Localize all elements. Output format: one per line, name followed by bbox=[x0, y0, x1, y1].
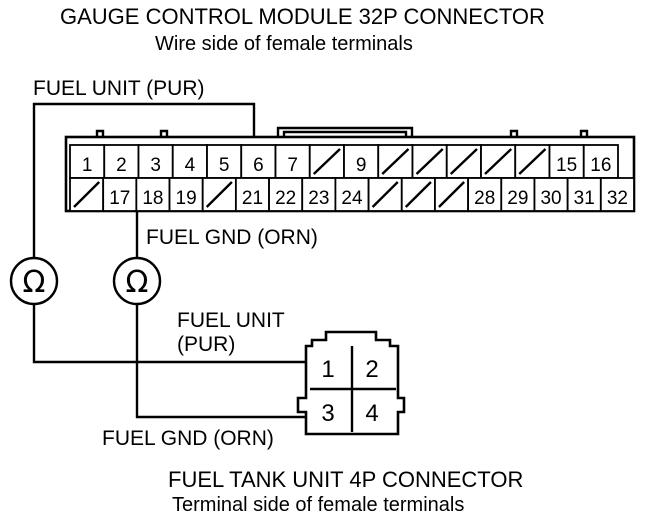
ohmmeter-icon bbox=[9, 256, 59, 306]
gcm-terminal-6: 6 bbox=[253, 155, 264, 176]
unused-cavity-slash bbox=[312, 148, 341, 175]
gcm-terminal-17: 17 bbox=[109, 188, 130, 209]
tank-4p-connector: 1 2 3 4 bbox=[296, 330, 406, 436]
fuel-unit-wire-bottom bbox=[32, 304, 306, 364]
gcm-terminal-19: 19 bbox=[176, 188, 197, 209]
gcm-row-1: 1 2 3 4 5 6 7 9 15 16 bbox=[69, 144, 619, 179]
gcm-row-1-cavity bbox=[69, 144, 106, 179]
gcm-row-1-cavity bbox=[582, 144, 619, 179]
gcm-row-1-cavity bbox=[274, 144, 311, 179]
gcm-row-2-cavity bbox=[599, 177, 635, 212]
gcm-terminal-15: 15 bbox=[556, 155, 577, 176]
gcm-terminal-5: 5 bbox=[219, 155, 230, 176]
fuel-unit-label-line2: (PUR) bbox=[177, 333, 236, 356]
gcm-terminal-23: 23 bbox=[308, 188, 329, 209]
gcm-row-2-cavity bbox=[168, 177, 204, 212]
fuel-unit-label-line1: FUEL UNIT bbox=[177, 309, 285, 332]
gcm-terminal-22: 22 bbox=[275, 188, 296, 209]
tank-terminal-3: 3 bbox=[321, 400, 334, 427]
tank-connector-subtitle: Terminal side of female terminals bbox=[172, 494, 465, 516]
ohmmeter-icon bbox=[112, 256, 162, 306]
unused-cavity-slash bbox=[371, 181, 399, 208]
ohmmeter-right: Ω bbox=[112, 256, 162, 306]
ohmmeter-symbol: Ω bbox=[23, 265, 46, 300]
gcm-terminal-7: 7 bbox=[287, 155, 298, 176]
gcm-row-1-cavity bbox=[171, 144, 208, 179]
gcm-terminal-29: 29 bbox=[507, 188, 528, 209]
fuel-unit-wire-top bbox=[32, 102, 256, 258]
gcm-terminal-2: 2 bbox=[116, 155, 127, 176]
gcm-row-2: 17 18 19 21 22 23 24 28 29 30 31 32 bbox=[69, 177, 635, 212]
gcm-terminal-1: 1 bbox=[82, 155, 93, 176]
gcm-row-2-cavity bbox=[566, 177, 602, 212]
fuel-gnd-top-label: FUEL GND (ORN) bbox=[146, 226, 318, 249]
gcm-terminal-30: 30 bbox=[540, 188, 561, 209]
gcm-row-2-cavity bbox=[102, 177, 138, 212]
unused-cavity-slash bbox=[205, 181, 233, 208]
gcm-connector-title: GAUGE CONTROL MODULE 32P CONNECTOR bbox=[60, 4, 545, 29]
gcm-terminal-32: 32 bbox=[607, 188, 628, 209]
gcm-row-1-cavity bbox=[240, 144, 277, 179]
gcm-row-2-cavity bbox=[234, 177, 270, 212]
unused-cavity-slash bbox=[73, 181, 101, 208]
gcm-center-lock bbox=[276, 126, 414, 137]
ohmmeter-symbol: Ω bbox=[126, 265, 149, 300]
tank-terminal-1: 1 bbox=[321, 356, 334, 383]
gcm-terminal-16: 16 bbox=[590, 155, 611, 176]
gcm-latch-tabs bbox=[95, 129, 589, 137]
gcm-terminal-24: 24 bbox=[341, 188, 363, 209]
gcm-terminal-3: 3 bbox=[150, 155, 161, 176]
ohmmeter-left: Ω bbox=[9, 256, 59, 306]
unused-cavity-slash bbox=[449, 148, 478, 175]
gcm-terminal-28: 28 bbox=[474, 188, 495, 209]
unused-cavity-slash bbox=[484, 148, 513, 175]
gcm-terminal-4: 4 bbox=[185, 155, 196, 176]
gcm-connector-subtitle: Wire side of female terminals bbox=[155, 33, 413, 55]
gcm-row-2-cavity bbox=[533, 177, 569, 212]
gcm-terminal-9: 9 bbox=[356, 155, 367, 176]
tank-terminal-2: 2 bbox=[365, 356, 378, 383]
tank-terminal-4: 4 bbox=[365, 400, 378, 427]
gcm-terminal-18: 18 bbox=[142, 188, 163, 209]
wires bbox=[32, 102, 306, 419]
unused-cavity-slash bbox=[518, 148, 547, 175]
gcm-terminal-21: 21 bbox=[242, 188, 263, 209]
gcm-terminal-31: 31 bbox=[574, 188, 595, 209]
gcm-row-2-cavity bbox=[268, 177, 304, 212]
unused-cavity-slash bbox=[415, 148, 444, 175]
unused-cavity-slash bbox=[404, 181, 432, 208]
unused-cavity-slash bbox=[381, 148, 410, 175]
tank-connector-title: FUEL TANK UNIT 4P CONNECTOR bbox=[168, 467, 524, 492]
unused-cavity-slash bbox=[438, 181, 465, 208]
gcm-center-lock-inner bbox=[282, 130, 408, 137]
fuel-gnd-wire-bottom bbox=[135, 304, 306, 419]
fuel-unit-top-label: FUEL UNIT (PUR) bbox=[33, 77, 205, 100]
fuel-gnd-bottom-label: FUEL GND (ORN) bbox=[102, 427, 274, 450]
gcm-row-2-cavity bbox=[334, 177, 370, 212]
